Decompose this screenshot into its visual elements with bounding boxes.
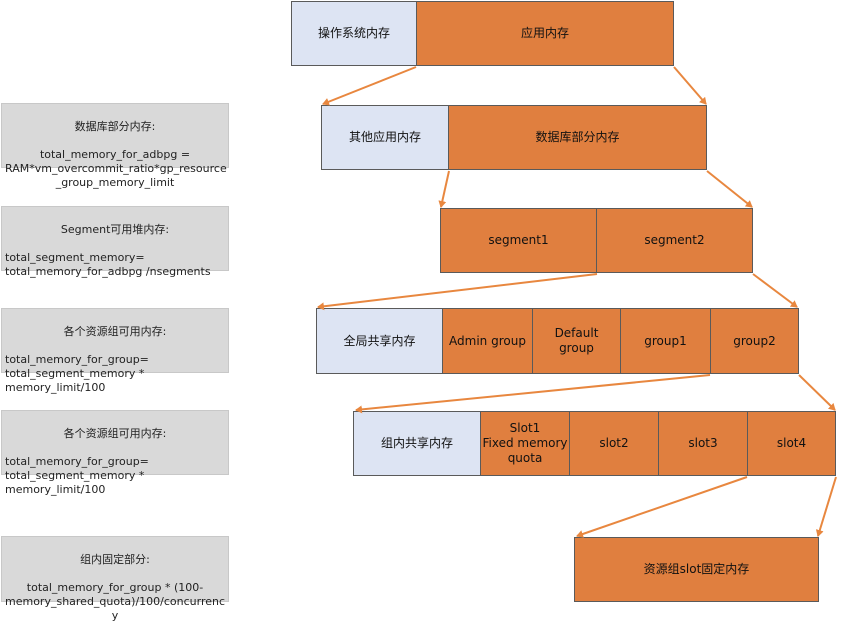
group2-box: group2 (710, 308, 799, 374)
arrow-segment2-to-group2 (752, 273, 798, 308)
db-memory-box: 数据库部分内存 (448, 105, 707, 170)
slot3-box: slot3 (658, 411, 748, 476)
slot1-box: Slot1 Fixed memory quota (480, 411, 570, 476)
other-app-memory-label: 其他应用内存 (348, 130, 421, 144)
group1-box: group1 (620, 308, 711, 374)
note-segment-memory-title: Segment可用堆内存: (60, 223, 170, 236)
note-db-memory-body: total_memory_for_adbpg = RAM*vm_overcomm… (5, 148, 227, 189)
note-fixed-part-title: 组内固定部分: (80, 553, 150, 566)
arrow-db-to-segment2 (706, 170, 753, 208)
note-group-memory-2-title: 各个资源组可用内存: (63, 427, 167, 440)
note-fixed-part: 组内固定部分: total_memory_for_group * (100- m… (1, 536, 229, 622)
other-app-memory-box: 其他应用内存 (321, 105, 449, 170)
slot2-box: slot2 (569, 411, 659, 476)
os-memory-box: 操作系统内存 (291, 1, 417, 66)
note-db-memory-title: 数据库部分内存: (74, 120, 156, 133)
slot1-label: Slot1 Fixed memory quota (482, 421, 568, 465)
arrow-slot4-to-fixed-right (815, 476, 837, 537)
slot4-box: slot4 (747, 411, 836, 476)
slot-fixed-memory-label: 资源组slot固定内存 (643, 562, 750, 576)
global-shared-memory-box: 全局共享内存 (316, 308, 443, 374)
app-memory-box: 应用内存 (416, 1, 674, 66)
note-group-memory-2: 各个资源组可用内存: total_memory_for_group= total… (1, 410, 229, 496)
default-group-label: Default group (554, 326, 599, 355)
note-group-memory-1-title: 各个资源组可用内存: (63, 325, 167, 338)
note-fixed-part-body: total_memory_for_group * (100- memory_sh… (5, 581, 226, 622)
arrow-segment2-to-global (317, 273, 598, 311)
os-memory-label: 操作系统内存 (317, 26, 390, 40)
note-group-memory-1-body: total_memory_for_group= total_segment_me… (5, 353, 149, 394)
group2-label: group2 (733, 333, 776, 348)
connector-arrows (317, 66, 837, 538)
note-group-memory-1: 各个资源组可用内存: total_memory_for_group= total… (1, 308, 229, 394)
note-group-memory-2-body: total_memory_for_group= total_segment_me… (5, 455, 149, 496)
segment1-box: segment1 (440, 208, 597, 273)
arrow-db-to-segment1 (438, 170, 450, 208)
arrow-group2-to-groupshared (355, 374, 711, 414)
note-db-memory: 数据库部分内存: total_memory_for_adbpg = RAM*vm… (1, 103, 229, 189)
group-shared-memory-box: 组内共享内存 (353, 411, 481, 476)
slot2-label: slot2 (599, 436, 629, 450)
group-shared-memory-label: 组内共享内存 (380, 436, 453, 450)
admin-group-label: Admin group (449, 333, 526, 348)
note-segment-memory-body: total_segment_memory= total_memory_for_a… (5, 251, 211, 278)
segment1-label: segment1 (488, 233, 549, 247)
arrow-app-to-db (673, 66, 707, 105)
slot4-label: slot4 (776, 436, 807, 450)
app-memory-label: 应用内存 (520, 26, 569, 40)
slot-fixed-memory-box: 资源组slot固定内存 (574, 537, 819, 602)
group1-label: group1 (644, 333, 687, 348)
note-segment-memory: Segment可用堆内存: total_segment_memory= tota… (1, 206, 229, 278)
db-memory-label: 数据库部分内存 (535, 130, 620, 144)
arrow-slot4-to-fixed-left (576, 476, 748, 538)
admin-group-box: Admin group (442, 308, 533, 374)
segment2-label: segment2 (644, 233, 705, 247)
slot3-label: slot3 (688, 436, 718, 450)
segment2-box: segment2 (596, 208, 753, 273)
arrow-group2-to-slot4 (798, 374, 836, 411)
default-group-box: Default group (532, 308, 621, 374)
global-shared-memory-label: 全局共享内存 (343, 333, 416, 348)
arrow-app-to-other (322, 66, 417, 106)
